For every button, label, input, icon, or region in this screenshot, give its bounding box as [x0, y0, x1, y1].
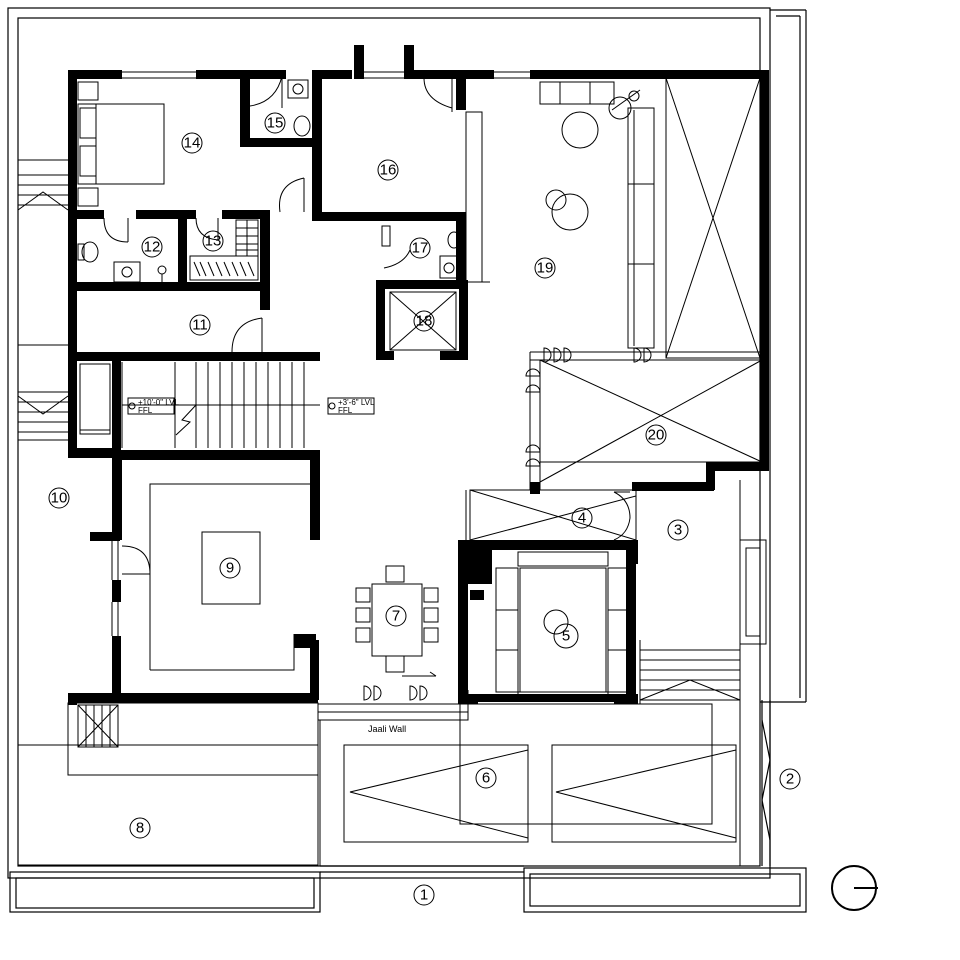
room-label-17: 17 — [412, 240, 429, 257]
doors — [103, 75, 631, 575]
room-label-18: 18 — [416, 313, 433, 330]
jaali-wall-label: Jaali Wall — [368, 724, 406, 734]
room-label-8: 8 — [136, 820, 144, 837]
room-label-10: 10 — [51, 490, 68, 507]
detail-lines — [17, 71, 767, 866]
left-steps — [17, 159, 69, 441]
room-label-2: 2 — [786, 771, 794, 788]
level-marker-upper-ffl: FFL — [138, 406, 153, 415]
furniture — [77, 79, 878, 911]
room-label-7: 7 — [392, 608, 400, 625]
room-label-14: 14 — [184, 135, 201, 152]
room-label-19: 19 — [537, 260, 554, 277]
room-markers — [48, 112, 801, 906]
level-marker-lower: +3'-6" LVL — [338, 398, 375, 407]
room-label-5: 5 — [562, 628, 570, 645]
room-label-4: 4 — [578, 510, 586, 527]
room-label-15: 15 — [267, 115, 284, 132]
room-label-16: 16 — [380, 162, 397, 179]
room-label-12: 12 — [144, 239, 161, 256]
room-label-11: 11 — [192, 317, 208, 334]
room-label-20: 20 — [648, 427, 665, 444]
site-boundary — [7, 7, 807, 913]
level-marker-upper: +10'-0" LVL — [138, 398, 179, 407]
staircase — [79, 362, 320, 448]
room-label-6: 6 — [482, 770, 490, 787]
level-marker-lower-ffl: FFL — [338, 406, 353, 415]
walls — [68, 45, 769, 705]
room-label-1: 1 — [420, 887, 428, 904]
room-label-9: 9 — [226, 560, 234, 577]
room-label-13: 13 — [205, 233, 222, 250]
room-label-3: 3 — [674, 522, 682, 539]
